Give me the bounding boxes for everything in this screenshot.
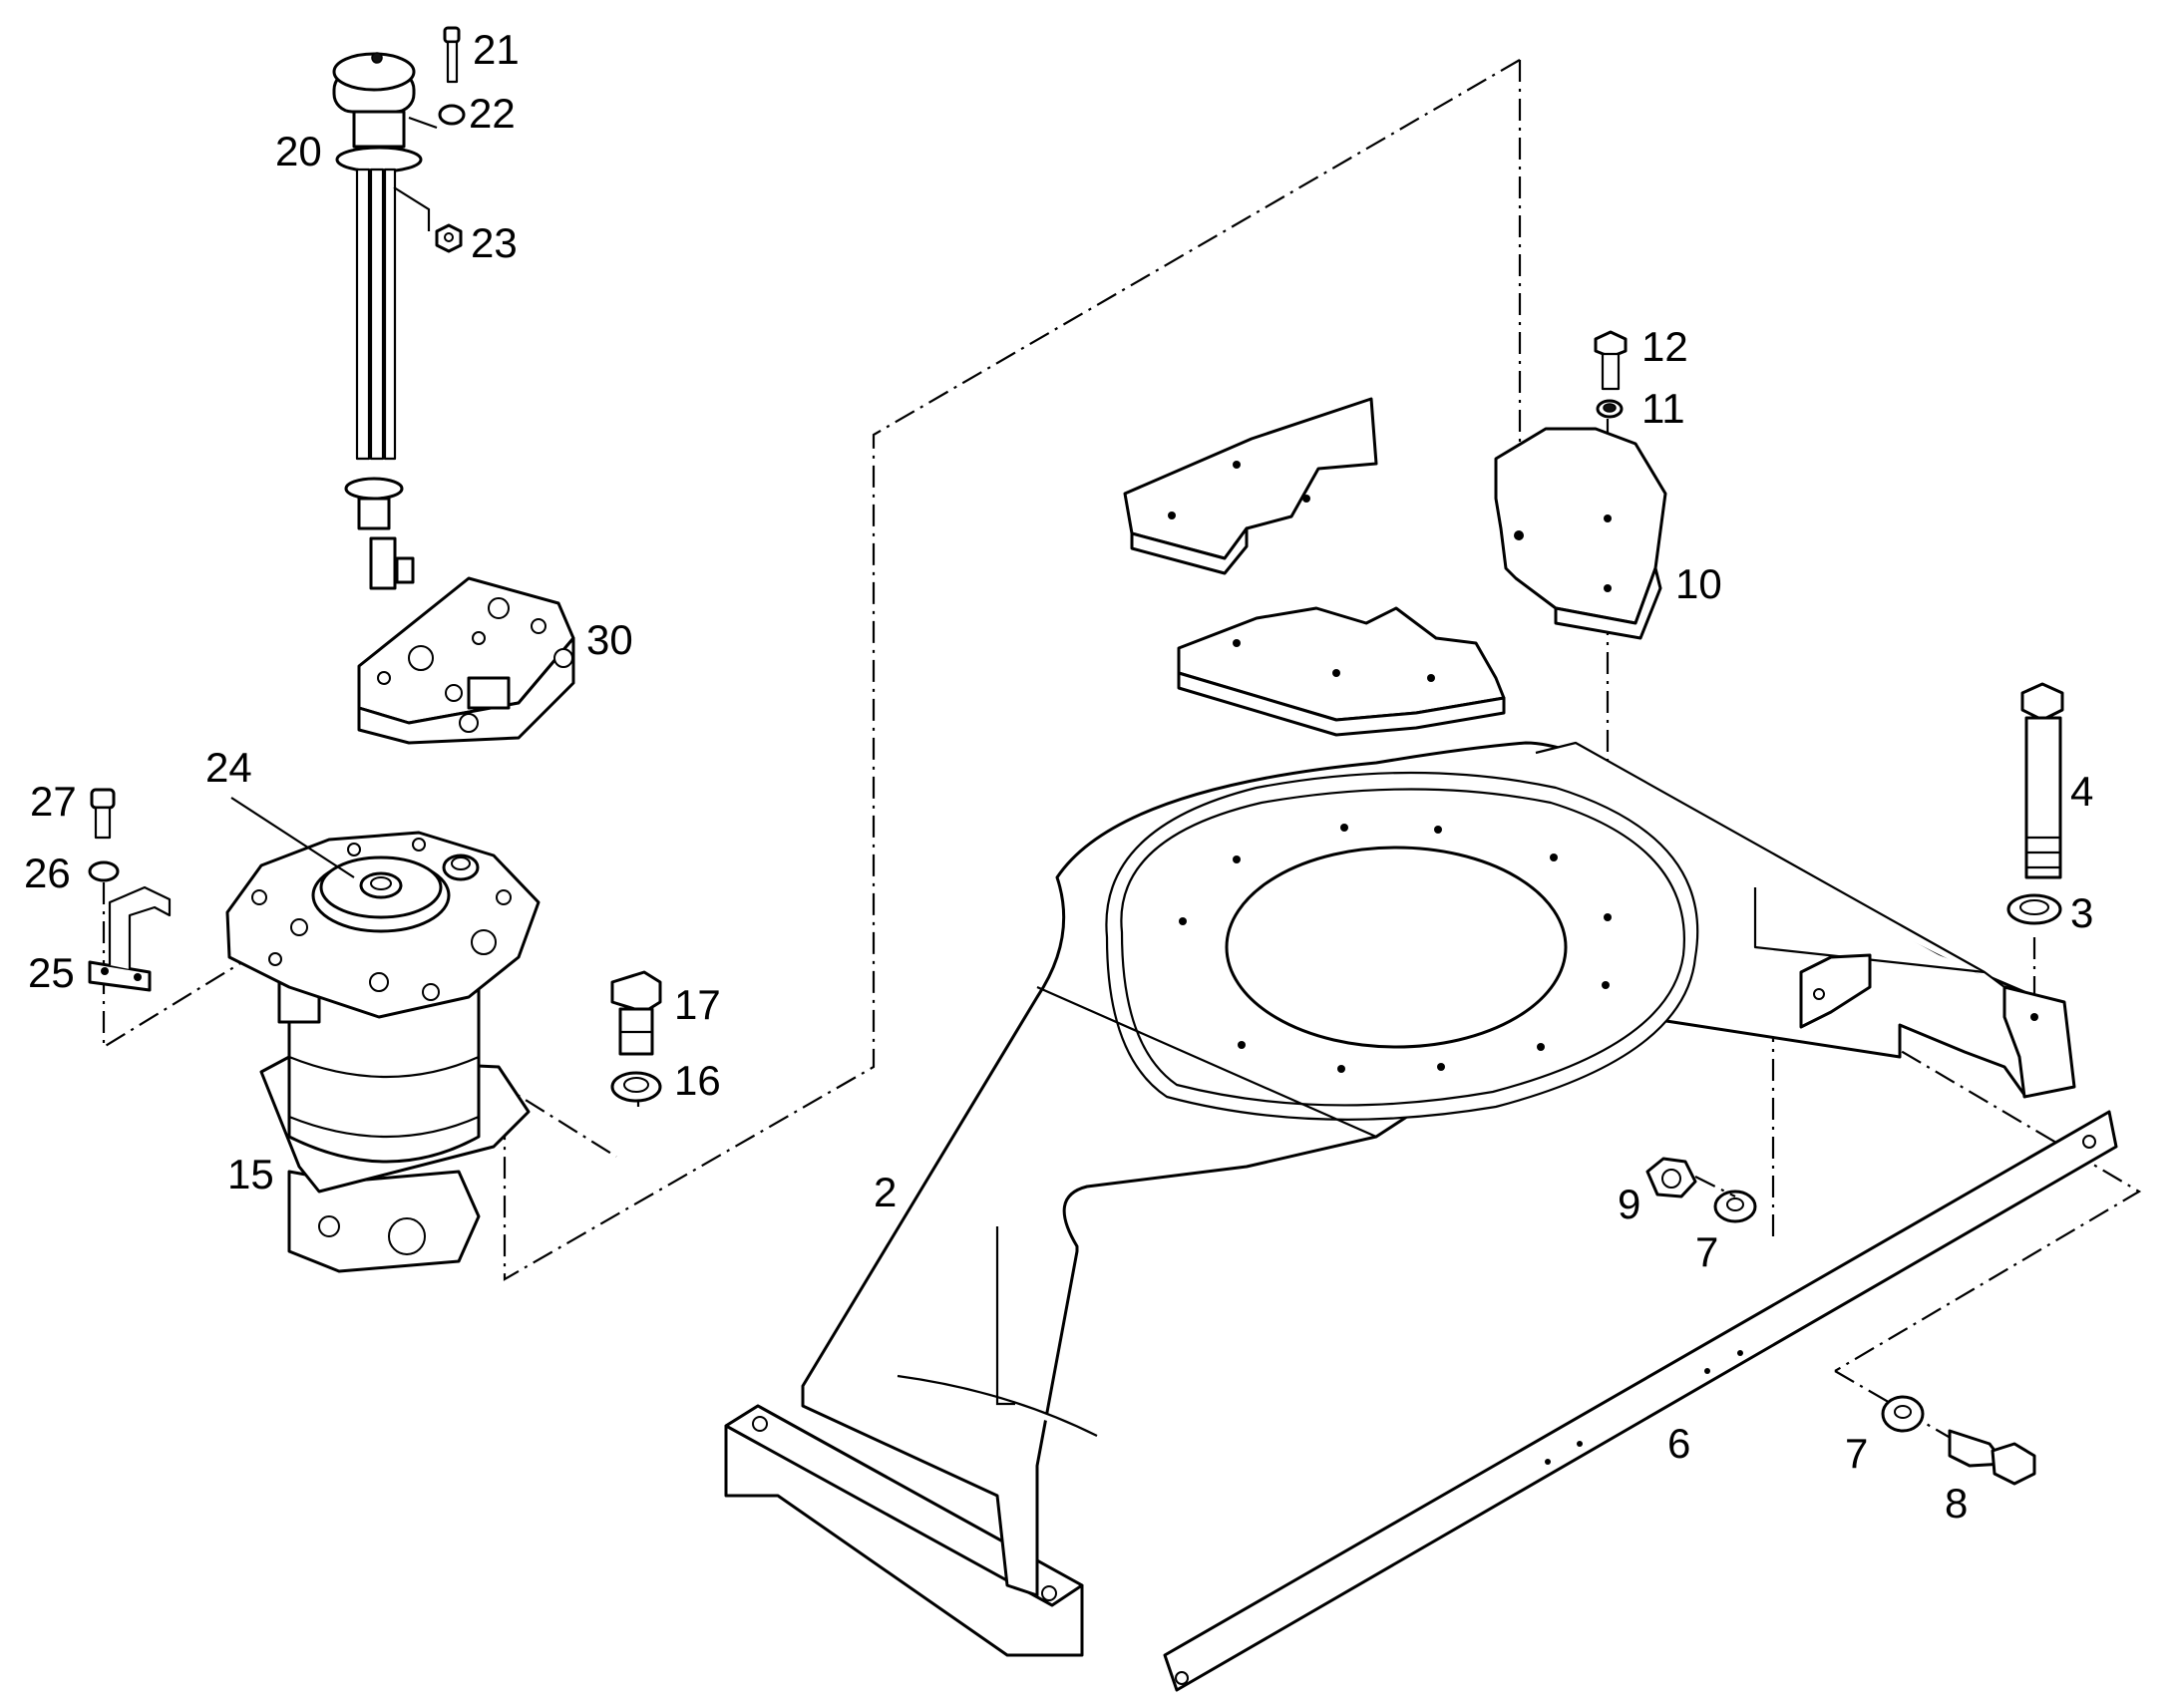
label-15: 15: [227, 1151, 274, 1197]
strip-6-part: [1163, 1110, 2118, 1692]
label-3: 3: [2070, 889, 2093, 936]
label-4: 4: [2070, 768, 2093, 815]
assembly-lines: [102, 59, 2142, 1482]
label-2: 2: [874, 1169, 897, 1215]
counterweight-plate-upper-left-part: [1123, 397, 1378, 575]
label-16: 16: [674, 1057, 721, 1104]
mounting-tab-part: [1799, 953, 1872, 1029]
callout-labels: 21 22 20 23 30 24 27 26 25 17 16 15 2 12…: [24, 26, 2093, 1527]
bolt-17-part: [610, 970, 662, 1056]
label-23: 23: [471, 219, 518, 266]
label-20: 20: [275, 128, 322, 174]
washer-16-part: [610, 1071, 662, 1103]
counterweight-plate-lower-left-part: [1177, 606, 1506, 737]
washer-26-part: [88, 860, 120, 882]
slewing-motor-15-part: [225, 831, 541, 1273]
label-12: 12: [1641, 323, 1688, 370]
nut-23-part: [435, 223, 463, 253]
bolt-4-part: [2020, 682, 2064, 879]
label-27: 27: [30, 778, 77, 825]
label-24: 24: [205, 744, 252, 791]
label-7a: 7: [1695, 1228, 1718, 1275]
label-11: 11: [1641, 385, 1685, 432]
washer-11-part: [1596, 399, 1624, 419]
label-9: 9: [1618, 1181, 1640, 1227]
label-8: 8: [1945, 1480, 1968, 1527]
valve-block-30-part: [357, 576, 575, 745]
screw-21-part: [443, 26, 461, 84]
label-17: 17: [674, 981, 721, 1028]
label-30: 30: [586, 616, 633, 663]
label-22: 22: [469, 90, 516, 137]
label-7b: 7: [1845, 1430, 1868, 1477]
nut-9-part: [1645, 1157, 1697, 1198]
washer-7-lower-part: [1881, 1395, 1925, 1433]
label-26: 26: [24, 850, 71, 896]
bolt-12-part: [1594, 330, 1628, 391]
counterweight-plate-right-part: [1494, 427, 1667, 640]
washer-7-upper-part: [1713, 1190, 1757, 1223]
label-25: 25: [28, 949, 75, 996]
sensor-assembly-part: [332, 52, 423, 590]
screw-27-part: [90, 788, 116, 840]
bracket-25-part: [88, 885, 172, 992]
washer-22-part: [438, 104, 466, 126]
washer-3-part: [2006, 893, 2062, 925]
main-frame-2-part: [724, 741, 2076, 1657]
leader-lines: [230, 797, 1015, 1406]
bolt-8-part: [1948, 1429, 2036, 1486]
label-6: 6: [1667, 1420, 1690, 1467]
label-10: 10: [1675, 560, 1722, 607]
label-21: 21: [473, 26, 520, 73]
